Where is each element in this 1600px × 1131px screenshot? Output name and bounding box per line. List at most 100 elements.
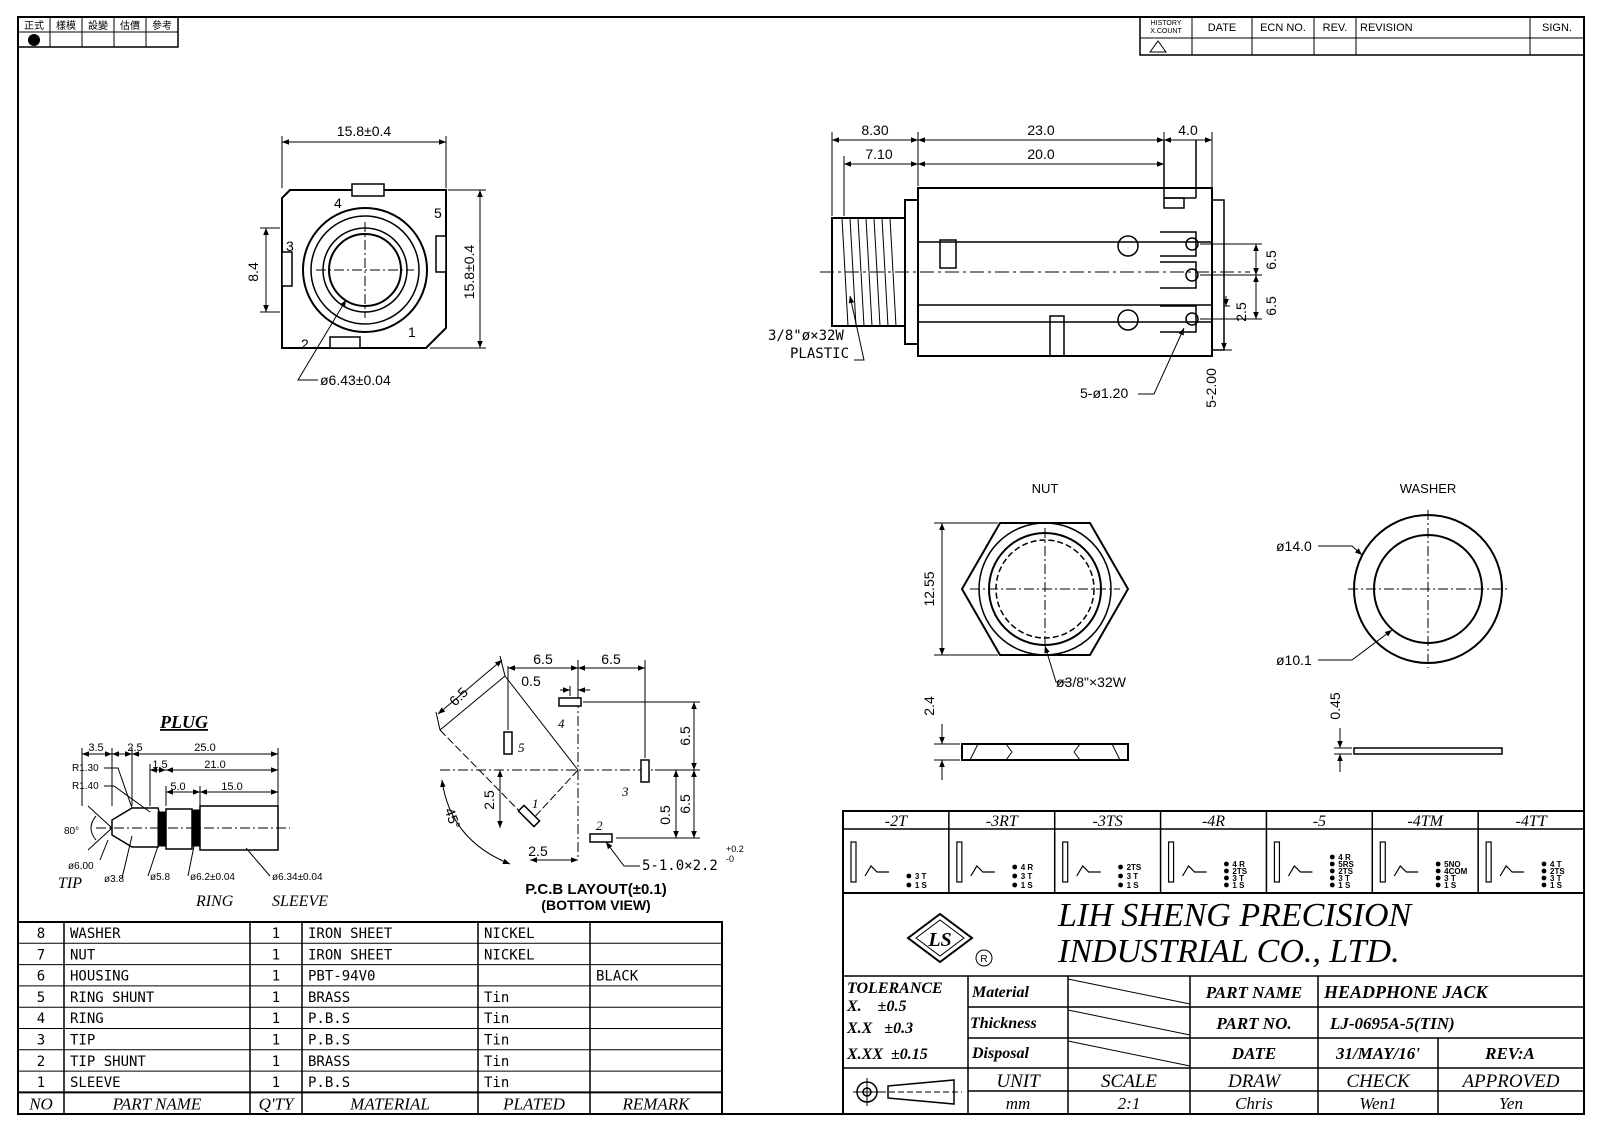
variant-jack-icon bbox=[1379, 841, 1386, 883]
plug-view: PLUG 3.5 2.5 25.0 1.5 21.0 5.0 15.0 R1.3… bbox=[58, 712, 328, 910]
check-value: Wen1 bbox=[1359, 1094, 1396, 1113]
logo-registered: R bbox=[980, 954, 987, 965]
bom-cell: 1 bbox=[37, 1075, 45, 1091]
pcb-pin-label: 2 bbox=[596, 818, 603, 833]
bom-header: NO bbox=[28, 1094, 53, 1113]
bom-cell: 1 bbox=[272, 1011, 280, 1027]
bom-cell: 1 bbox=[272, 1054, 280, 1070]
bom-cell: 6 bbox=[37, 969, 45, 985]
variant-jack-icon bbox=[850, 841, 857, 883]
draw-label: DRAW bbox=[1227, 1071, 1282, 1092]
dim-plug-r2: R1.40 bbox=[72, 781, 99, 792]
variant-name: -4TM bbox=[1407, 813, 1444, 830]
bom-cell: P.B.S bbox=[308, 1033, 350, 1049]
bom-cell: 1 bbox=[272, 1033, 280, 1049]
plug-title: PLUG bbox=[159, 712, 208, 732]
company-name-line1: LIH SHENG PRECISION bbox=[1057, 897, 1414, 934]
bom-cell: TIP SHUNT bbox=[70, 1054, 146, 1070]
bom-header: PLATED bbox=[502, 1094, 565, 1113]
variant-terminal-label: 1 S bbox=[1338, 881, 1351, 890]
variant-jack-icon bbox=[1273, 841, 1281, 883]
tolerance-x: X. ±0.5 bbox=[846, 998, 906, 1015]
bom-cell: BRASS bbox=[308, 990, 350, 1006]
variant-name: -4R bbox=[1202, 813, 1225, 830]
rev-ecn-header: ECN NO. bbox=[1260, 22, 1306, 34]
variant-terminal-label: 4 R bbox=[1338, 853, 1351, 862]
part-no-label: PART NO. bbox=[1215, 1014, 1291, 1033]
dim-plug-r1: R1.30 bbox=[72, 763, 99, 774]
tolerance-xx: X.X ±0.3 bbox=[846, 1020, 913, 1037]
thickness-label: Thickness bbox=[970, 1015, 1037, 1032]
bom-cell: 1 bbox=[272, 969, 280, 985]
variant-terminal-label: 3 T bbox=[1021, 872, 1033, 881]
unit-value: mm bbox=[1006, 1094, 1031, 1113]
bom-cell: 1 bbox=[272, 926, 280, 942]
rev-date-header: DATE bbox=[1208, 22, 1237, 34]
bom-cell: NUT bbox=[70, 947, 96, 963]
bom-cell: Tin bbox=[484, 1054, 509, 1070]
bom-cell: PBT-94V0 bbox=[308, 969, 375, 985]
dim-pcb-d: 6.5 bbox=[601, 651, 621, 667]
variant-terminal-label: 3 T bbox=[1127, 872, 1139, 881]
stamp-cell: 樣模 bbox=[56, 19, 76, 32]
stamp-cell: 參考 bbox=[152, 19, 172, 32]
sheet-border bbox=[17, 16, 1585, 1115]
rev-value: REV:A bbox=[1484, 1044, 1535, 1063]
variant-name: -3TS bbox=[1093, 813, 1123, 830]
bom-cell: HOUSING bbox=[70, 969, 129, 985]
bom-cell: IRON SHEET bbox=[308, 947, 393, 963]
dim-side-pin-lower: 6.5 bbox=[1263, 296, 1279, 316]
variant-terminal-label: 2TS bbox=[1550, 867, 1565, 876]
stamp-cell: 正式 bbox=[24, 19, 44, 32]
variant-name: -2T bbox=[885, 813, 908, 830]
bom-cell: 3 bbox=[37, 1033, 45, 1049]
bom-cell: RING SHUNT bbox=[70, 990, 155, 1006]
plug-sleeve-label: SLEEVE bbox=[272, 893, 328, 910]
company-name-line2: INDUSTRIAL CO., LTD. bbox=[1057, 933, 1400, 970]
variant-terminal-label: 3 T bbox=[1444, 874, 1456, 883]
dim-side-body-inner: 20.0 bbox=[1027, 146, 1054, 162]
variant-terminal-label: 1 S bbox=[1232, 881, 1245, 890]
dim-plug-d7: 15.0 bbox=[221, 781, 242, 793]
dim-front-height: 15.8±0.4 bbox=[461, 245, 477, 300]
pcb-slot-note: 5-1.0×2.2 bbox=[642, 858, 718, 874]
part-name-label: PART NAME bbox=[1205, 983, 1303, 1002]
dim-plug-angle: 80° bbox=[64, 826, 79, 837]
bom-cell: BLACK bbox=[596, 969, 639, 985]
bom-cell: 1 bbox=[272, 947, 280, 963]
dim-nut-thickness: 2.4 bbox=[921, 696, 937, 716]
bom-header: MATERIAL bbox=[349, 1094, 430, 1113]
bom-cell: Tin bbox=[484, 1075, 509, 1091]
bom-cell: NICKEL bbox=[484, 947, 535, 963]
dim-plug-dia4: ø6.2±0.04 bbox=[190, 872, 235, 883]
rev-history: HISTORY bbox=[1151, 20, 1182, 27]
pin-label: 2 bbox=[301, 336, 309, 352]
revision-block: HISTORY X.COUNT DATE ECN NO. REV. REVISI… bbox=[1139, 16, 1585, 56]
bom-cell: NICKEL bbox=[484, 926, 535, 942]
variant-terminal-label: 4 R bbox=[1021, 863, 1034, 872]
variant-terminal-label: 1 S bbox=[915, 881, 928, 890]
variant-terminal-label: 5NO bbox=[1444, 860, 1460, 869]
scale-label: SCALE bbox=[1101, 1071, 1157, 1092]
title-block: LS R LIH SHENG PRECISION INDUSTRIAL CO.,… bbox=[842, 892, 1585, 1115]
dim-plug-dia3: ø5.8 bbox=[150, 872, 170, 883]
washer-view: WASHER ø14.0 ø10.1 0.45 bbox=[1276, 481, 1508, 772]
dim-pcb-h: 2.5 bbox=[481, 790, 497, 810]
bom-header: Q'TY bbox=[259, 1094, 295, 1113]
variant-terminal-label: 4 T bbox=[1550, 860, 1562, 869]
variant-jack-icon bbox=[1062, 841, 1069, 883]
pin-label: 1 bbox=[408, 324, 416, 340]
note-thread: 3/8"ø×32W bbox=[768, 328, 844, 344]
bom-cell: IRON SHEET bbox=[308, 926, 393, 942]
variant-terminal-label: 1 S bbox=[1550, 881, 1563, 890]
approved-label: APPROVED bbox=[1460, 1071, 1559, 1092]
tolerance-xxx: X.XX ±0.15 bbox=[846, 1046, 928, 1063]
dim-plug-d6: 5.0 bbox=[170, 781, 185, 793]
pcb-tol-minus: -0 bbox=[726, 854, 734, 864]
pin-label: 5 bbox=[434, 205, 442, 221]
dim-pcb-g: 0.5 bbox=[657, 805, 673, 825]
dim-plug-d2: 2.5 bbox=[127, 742, 142, 754]
stamp-mark-icon bbox=[28, 34, 40, 46]
side-view: 8.30 7.10 23.0 20.0 4.0 6.5 6.5 2.5 5-2.… bbox=[768, 122, 1279, 408]
